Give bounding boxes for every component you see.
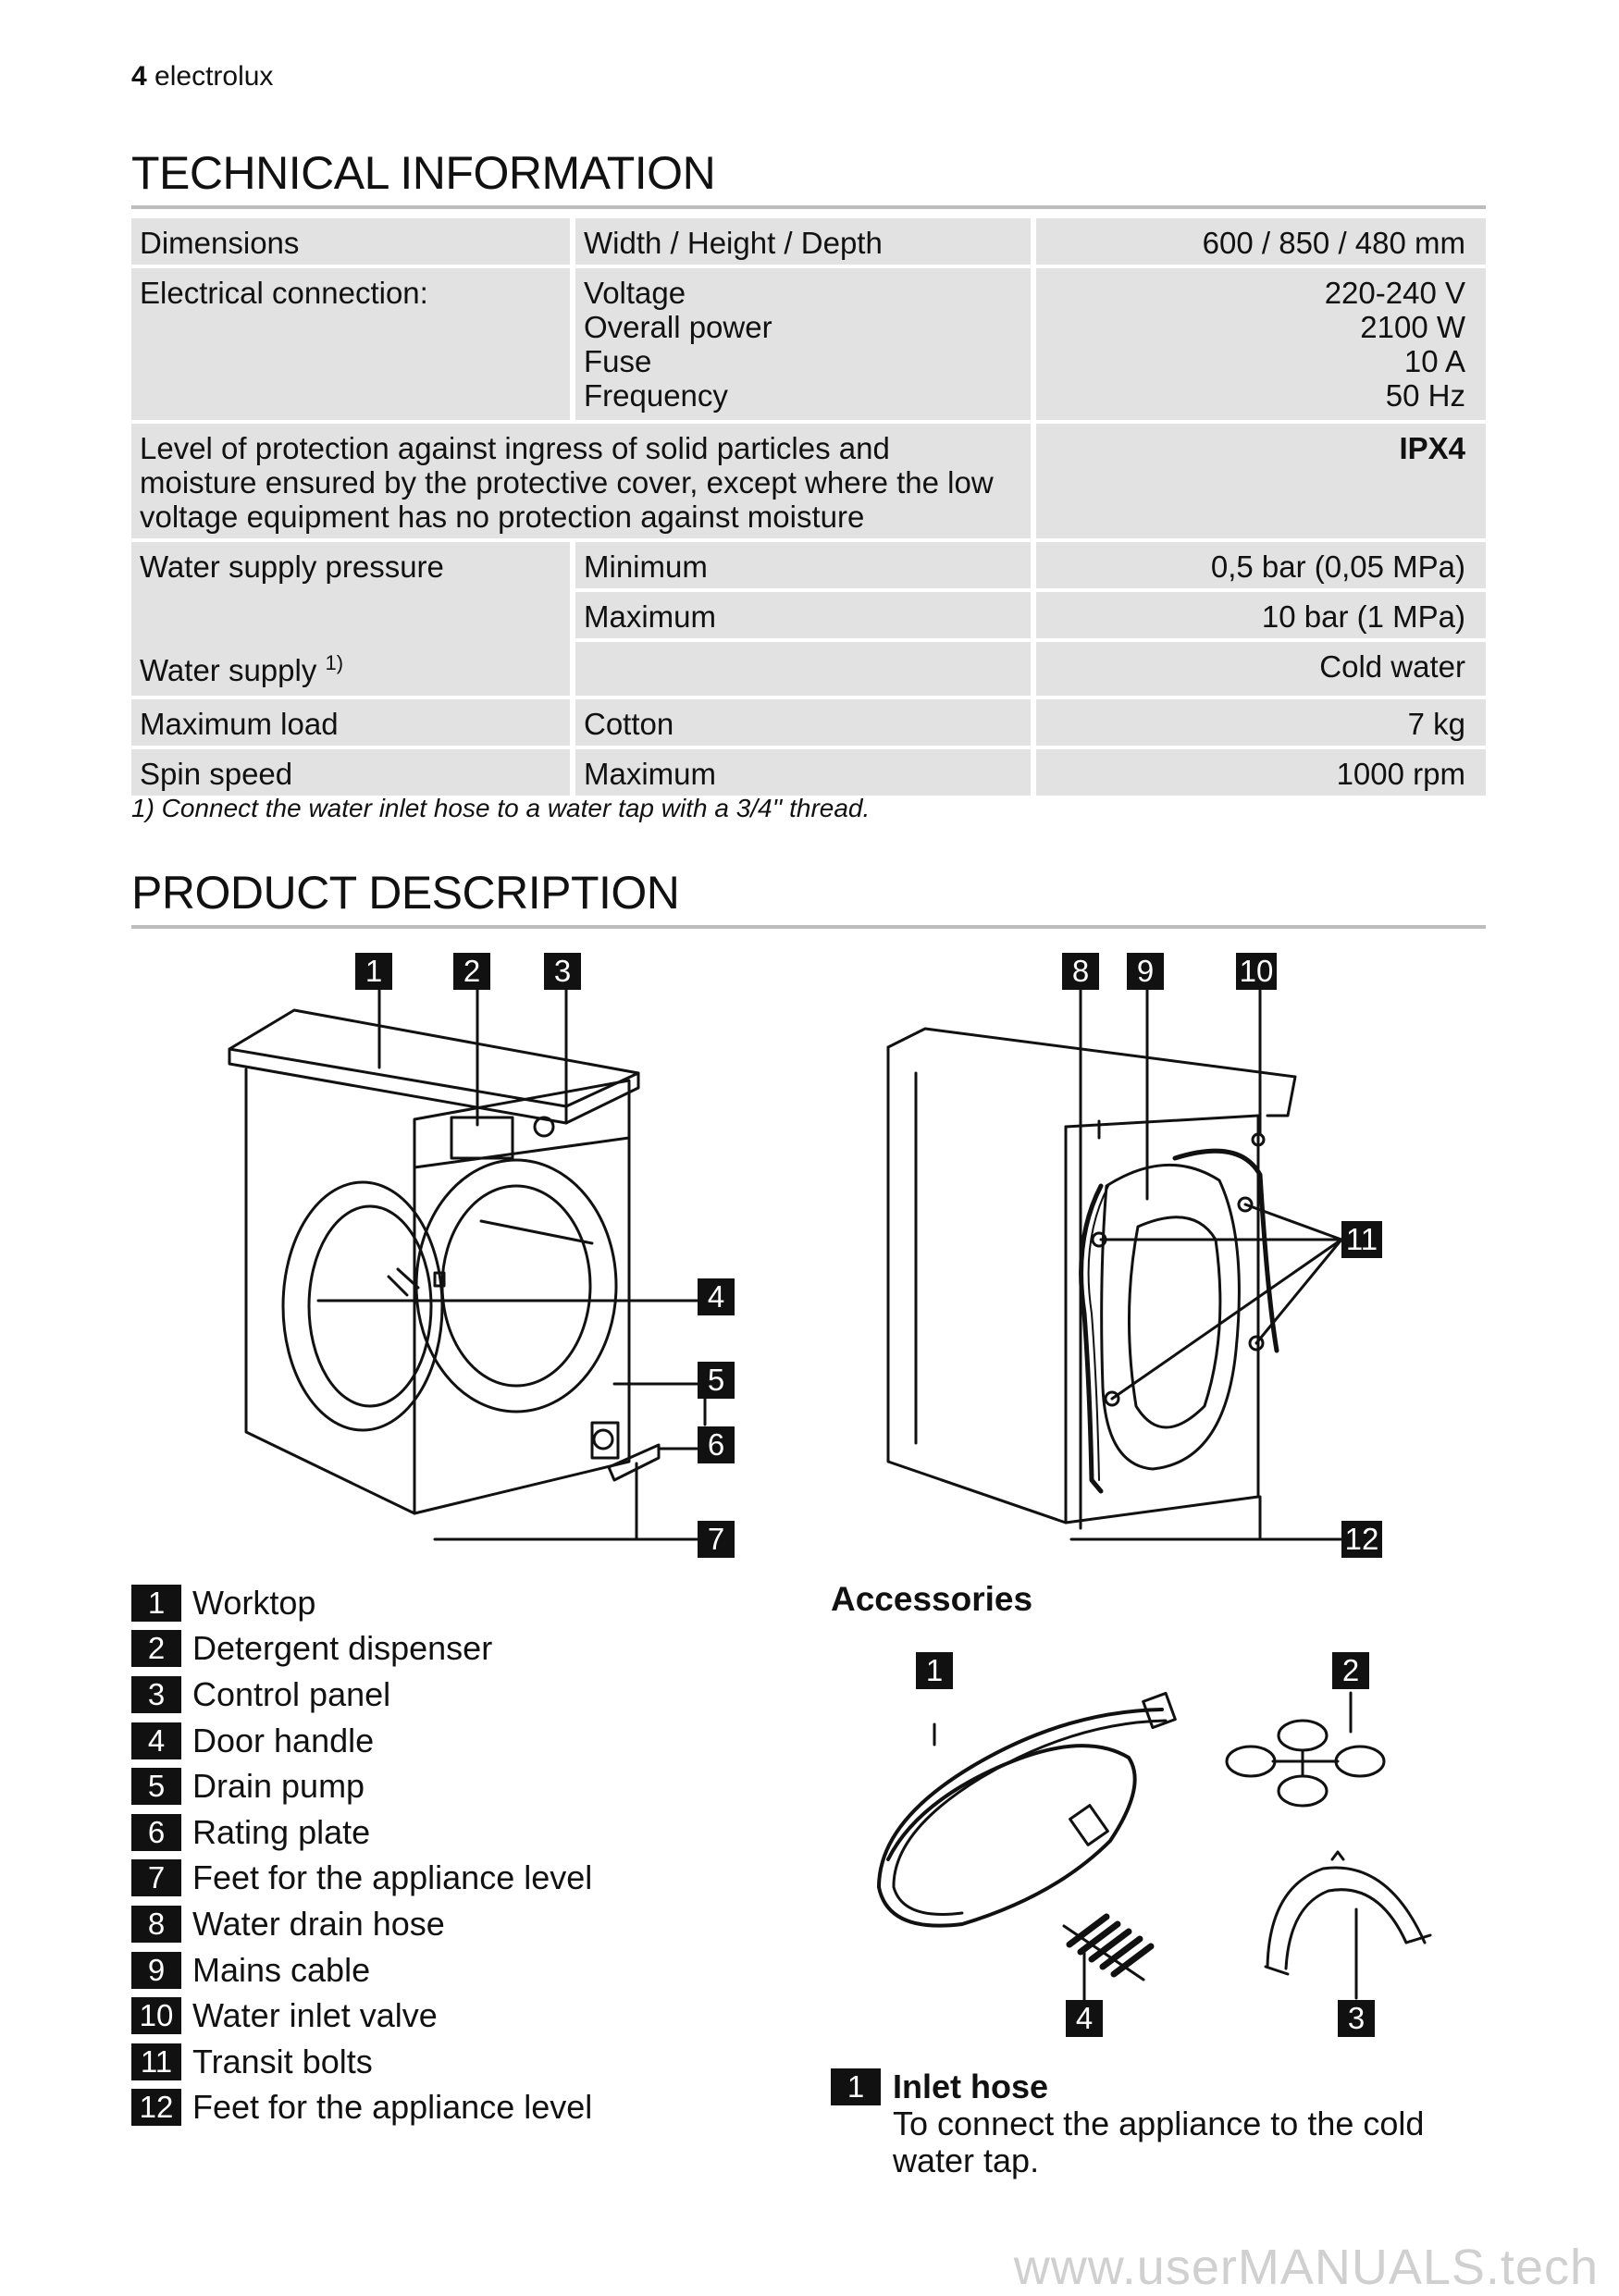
accessory-description: Inlet hose To connect the appliance to t…	[893, 2068, 1485, 2179]
dimensions-param: Width / Height / Depth	[575, 218, 1031, 265]
electrical-values: 220-240 V 2100 W 10 A 50 Hz	[1036, 268, 1486, 420]
front-view-illustration	[228, 986, 707, 1541]
electrical-value: 220-240 V	[1324, 276, 1465, 310]
water-pressure-label: Water supply pressure	[140, 549, 444, 584]
pressure-min-value: 0,5 bar (0,05 MPa)	[1036, 542, 1486, 588]
electrical-param: Voltage	[584, 276, 686, 310]
dimensions-label: Dimensions	[131, 218, 570, 265]
callout-badge: 1	[355, 953, 392, 990]
pressure-max-value: 10 bar (1 MPa)	[1036, 592, 1486, 638]
callout-badge: 3	[1338, 2000, 1375, 2037]
page-number: 4	[131, 61, 147, 92]
accessories-title: Accessories	[831, 1580, 1033, 1618]
section-divider	[131, 925, 1486, 929]
supply-value: Cold water	[1036, 642, 1486, 696]
callout-badge: 5	[698, 1362, 735, 1399]
spin-value: 1000 rpm	[1036, 749, 1486, 796]
callout-badge: 1	[916, 1652, 953, 1689]
callout-badge: 6	[698, 1426, 735, 1463]
water-supply-labels: Water supply pressure Water supply 1)	[131, 542, 570, 696]
callout-badge: 11	[1341, 1221, 1382, 1258]
table-footnote: 1) Connect the water inlet hose to a wat…	[131, 794, 871, 822]
dimensions-value: 600 / 850 / 480 mm	[1036, 218, 1486, 265]
electrical-param: Frequency	[584, 378, 728, 413]
section-divider	[131, 205, 1486, 209]
load-value: 7 kg	[1036, 699, 1486, 746]
technical-information-title: TECHNICAL INFORMATION	[131, 147, 716, 199]
brand-name: electrolux	[154, 61, 274, 92]
callout-badge: 8	[1062, 953, 1099, 990]
accessory-name: Inlet hose	[893, 2068, 1049, 2105]
water-supply-label: Water supply 1)	[140, 651, 344, 687]
electrical-params: Voltage Overall power Fuse Frequency	[575, 268, 1031, 420]
back-view-illustration	[886, 986, 1354, 1541]
callout-badge: 4	[698, 1278, 735, 1315]
electrical-label: Electrical connection:	[131, 268, 570, 420]
accessories-illustration	[877, 1691, 1432, 2002]
pressure-min-label: Minimum	[575, 542, 1031, 588]
spin-param: Maximum	[575, 749, 1031, 796]
callout-badge: 2	[453, 953, 490, 990]
protection-label: Level of protection against ingress of s…	[131, 424, 1031, 538]
callout-badge: 12	[1341, 1521, 1382, 1558]
protection-value: IPX4	[1036, 424, 1486, 538]
electrical-param: Fuse	[584, 344, 652, 378]
watermark: www.userMANUALS.tech	[1013, 2240, 1599, 2295]
callout-badge: 7	[698, 1521, 735, 1558]
electrical-value: 50 Hz	[1385, 378, 1465, 413]
load-label: Maximum load	[131, 699, 570, 746]
accessory-number: 1	[831, 2068, 881, 2105]
pressure-max-label: Maximum	[575, 592, 1031, 638]
callout-badge: 4	[1066, 2000, 1103, 2037]
caps-group	[1062, 1913, 1155, 1981]
footnote-marker: 1)	[325, 651, 344, 674]
supply-param-empty	[575, 642, 1031, 696]
load-param: Cotton	[575, 699, 1031, 746]
callout-badge: 3	[544, 953, 581, 990]
callout-badge: 2	[1332, 1652, 1369, 1689]
accessory-inlet-hose: 1 Inlet hose To connect the appliance to…	[831, 2068, 1424, 2179]
page-header: 4 electrolux	[131, 61, 273, 93]
accessory-text: To connect the appliance to the cold wat…	[893, 2105, 1425, 2179]
electrical-param: Overall power	[584, 310, 772, 344]
spin-label: Spin speed	[131, 749, 570, 796]
callout-badge: 9	[1127, 953, 1164, 990]
callout-badge: 10	[1236, 953, 1277, 990]
product-description-title: PRODUCT DESCRIPTION	[131, 867, 680, 919]
electrical-value: 2100 W	[1360, 310, 1465, 344]
electrical-value: 10 A	[1403, 344, 1465, 378]
